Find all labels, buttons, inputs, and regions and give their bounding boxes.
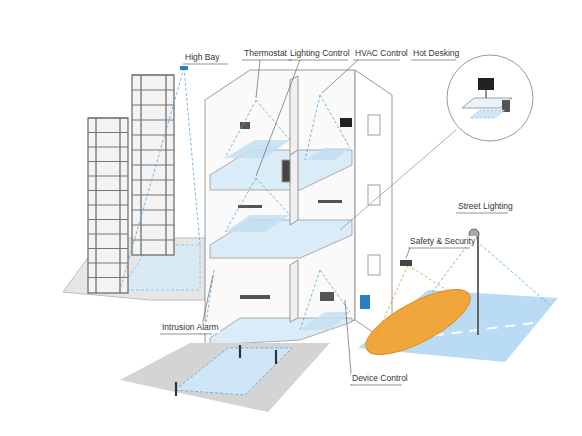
shelf-line: [132, 210, 174, 211]
shelf-line: [132, 240, 174, 241]
callout-label: Intrusion Alarm: [161, 322, 220, 333]
callout-label: Safety & Security: [409, 236, 476, 247]
shelf-line: [88, 176, 128, 177]
shelf-line: [88, 161, 128, 162]
shelf-line: [132, 120, 174, 121]
shelf-line: [88, 263, 128, 264]
shelf-line: [88, 234, 128, 235]
shelf-line: [132, 105, 174, 106]
shelf-line: [132, 165, 174, 166]
shelf-line: [88, 132, 128, 133]
shelf-line: [88, 190, 128, 191]
shelf-line: [88, 248, 128, 249]
shelf-line: [132, 195, 174, 196]
shelf-line: [132, 150, 174, 151]
shelf-line: [132, 180, 174, 181]
shelf-line: [88, 118, 128, 119]
callout-label: High Bay: [184, 52, 221, 63]
shelf-line: [88, 147, 128, 148]
callout-label: Street Lighting: [457, 201, 514, 212]
callout-label: HVAC Control: [354, 48, 409, 59]
shelf-line: [88, 205, 128, 206]
shelf-line: [132, 75, 174, 76]
callout-label: Hot Desking: [412, 48, 460, 59]
shelf-line: [132, 225, 174, 226]
callout-label: Thermostat: [243, 48, 288, 59]
shelf-line: [132, 135, 174, 136]
callout-label: Device Control: [351, 373, 409, 384]
shelf-line: [88, 277, 128, 278]
shelf-line: [132, 90, 174, 91]
shelf-line: [88, 219, 128, 220]
callout-label: Lighting Control: [289, 48, 351, 59]
